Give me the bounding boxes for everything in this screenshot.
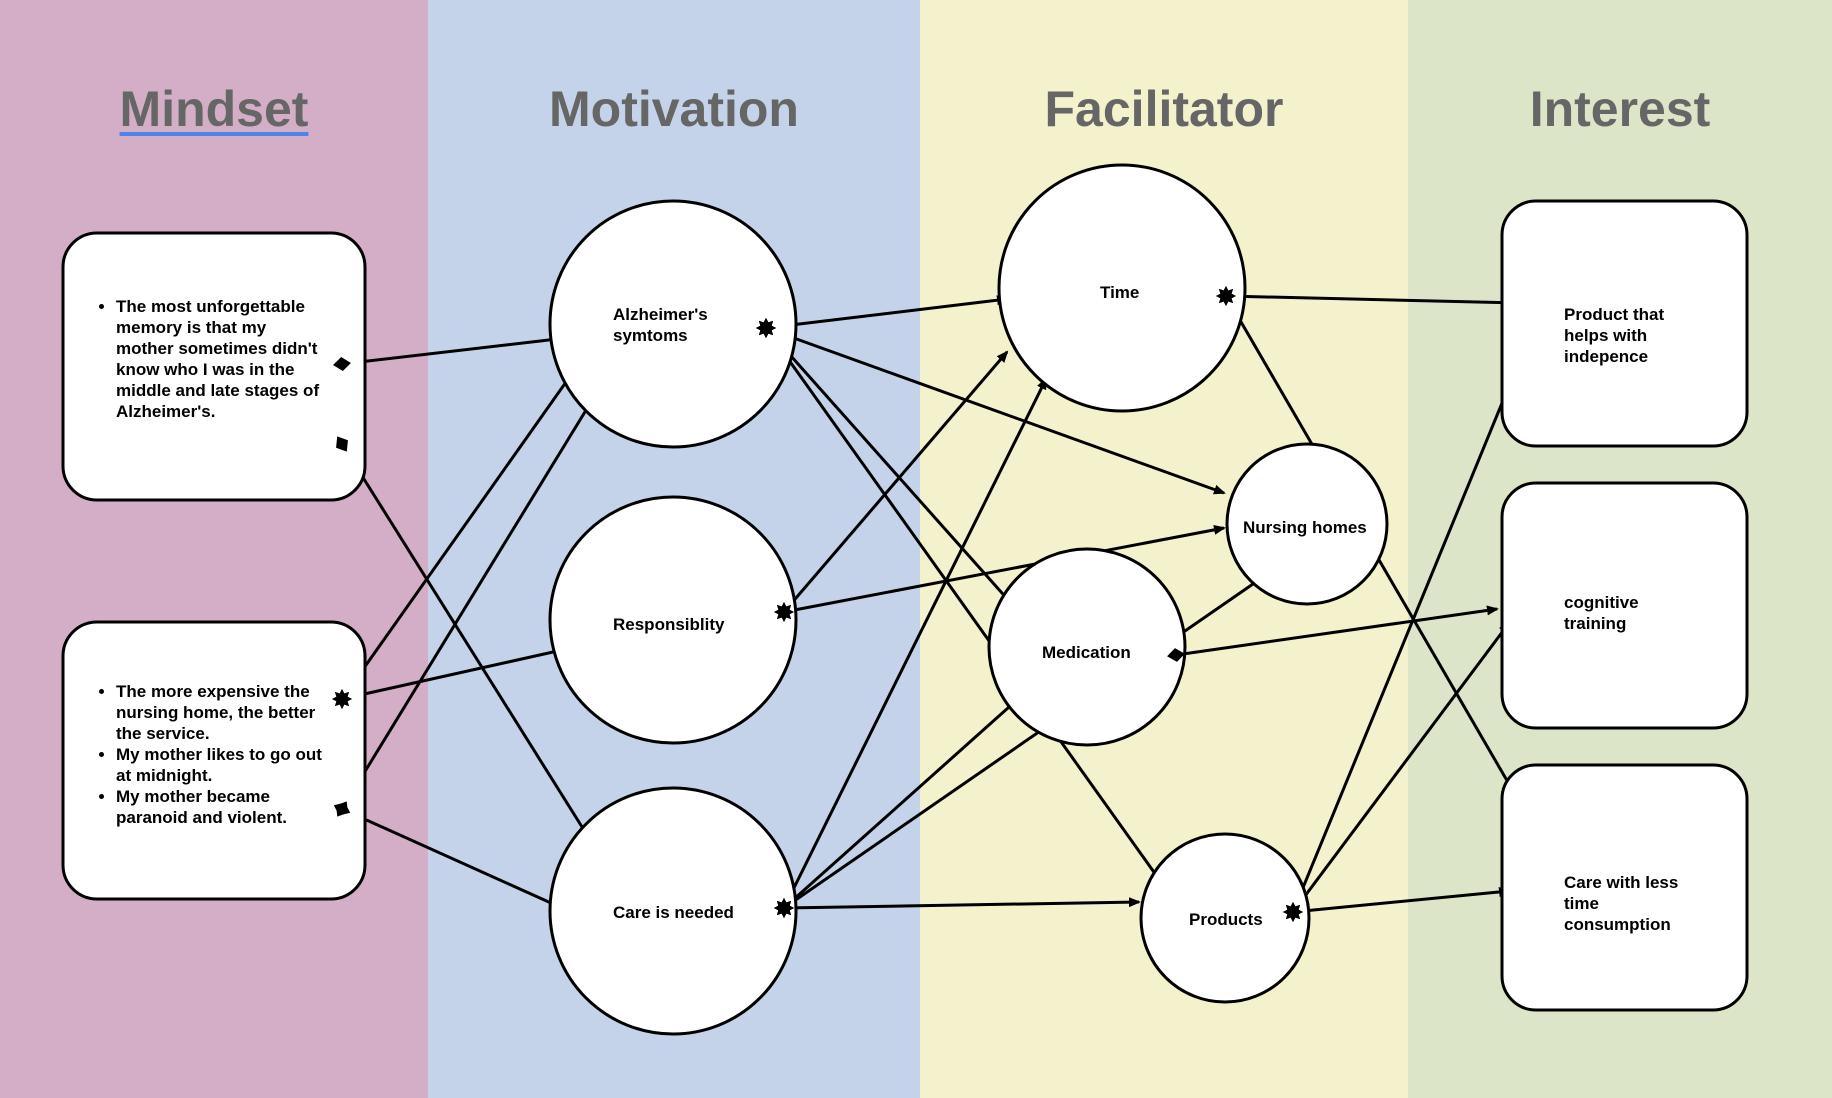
edge-medication-to-cognitive-training [1175,605,1499,657]
edge-tail-diamond-icon [1167,648,1185,662]
node-time [997,163,1247,413]
edge-care-is-needed-to-time [782,377,1048,909]
label-products: Products [1189,910,1263,929]
lane-title-mindset-text: Mindset [119,81,309,137]
edge-products-to-cognitive-training [1291,621,1511,913]
edge-note-2-to-alzheimers-symptoms [340,356,585,700]
edge-time-to-product-independence [1225,294,1522,308]
edge-note-1-to-alzheimers-symptoms [341,332,585,366]
label-nursing-homes: Nursing homes [1243,518,1367,537]
label-time: Time [1100,283,1140,302]
edge-products-to-product-independence [1291,350,1525,913]
edge-alzheimers-symptoms-to-medication [764,327,1020,613]
note-2-bullet-1: The more expensive the nursing home, the… [116,681,330,744]
label-medication: Medication [1042,643,1131,662]
node-care-less-time [1500,763,1749,1012]
lane-title-motivation: Motivation [549,81,799,137]
edge-tail-diamond-icon [336,436,348,452]
edge-responsibility-to-time [782,350,1009,613]
tail-layer [332,286,1303,922]
label-care-less-time: Care with less time consumption [1564,873,1679,934]
node-note-1 [61,231,367,502]
note-1-bullet-1: The most unforgettable memory is that my… [116,296,328,422]
edge-note-1-to-care-is-needed [340,443,606,864]
edge-note-2-to-care-is-needed [341,807,573,914]
note-2-list: The more expensive the nursing home, the… [98,681,330,828]
label-product-independence: Product that helps with indepence [1564,305,1665,366]
edge-care-is-needed-to-nursing-homes [783,573,1268,910]
edge-alzheimers-symptoms-to-products [764,327,1163,884]
note-2-bullet-3: My mother became paranoid and violent. [116,786,330,828]
edge-tail-star-icon [1283,902,1303,922]
edge-alzheimers-symptoms-to-nursing-homes [765,326,1226,495]
edge-note-2-to-alzheimers-symptoms [340,400,593,810]
node-alzheimers-symptoms [548,199,798,449]
node-note-2 [61,620,367,901]
label-alzheimers-symptoms: Alzheimer's symtoms [613,305,708,345]
edge-note-2-to-responsibility [341,645,573,701]
edge-tail-diamond-icon [333,357,351,371]
edge-products-to-care-less-time [1292,886,1511,914]
node-nursing-homes [1225,442,1389,606]
node-product-independence [1500,199,1749,448]
note-2-bullet-2: My mother likes to go out at midnight. [116,744,330,786]
edge-care-is-needed-to-medication [783,697,1020,910]
lane-mindset: Mindset [0,0,428,1098]
node-cognitive-training [1500,481,1749,730]
lane-title-facilitator: Facilitator [1044,81,1284,137]
edge-layer [340,294,1525,914]
node-responsibility [548,495,798,745]
edge-alzheimers-symptoms-to-time [765,295,1009,330]
note-1-text: The most unforgettable memory is that my… [98,296,328,422]
edge-tail-star-icon [774,602,794,622]
node-care-is-needed [548,786,798,1036]
note-2-text: The more expensive the nursing home, the… [98,681,330,828]
edge-tail-star-icon [1216,286,1236,306]
edge-tail-star-icon [756,318,776,338]
edge-care-is-needed-to-products [783,897,1141,910]
node-layer [61,163,1749,1036]
label-cognitive-training: cognitive training [1564,593,1639,633]
edge-responsibility-to-nursing-homes [783,524,1226,614]
node-medication [987,547,1187,747]
edge-tail-star-icon [774,898,794,918]
note-1-list: The most unforgettable memory is that my… [98,296,328,422]
lane-title-mindset: Mindset [0,80,428,138]
edge-tail-diamond-icon [333,802,351,816]
edge-tail-star-icon [332,689,352,709]
node-products [1139,832,1311,1004]
label-responsibility: Responsiblity [613,615,725,634]
lane-title-interest: Interest [1529,81,1711,137]
label-care-is-needed: Care is needed [613,903,734,922]
